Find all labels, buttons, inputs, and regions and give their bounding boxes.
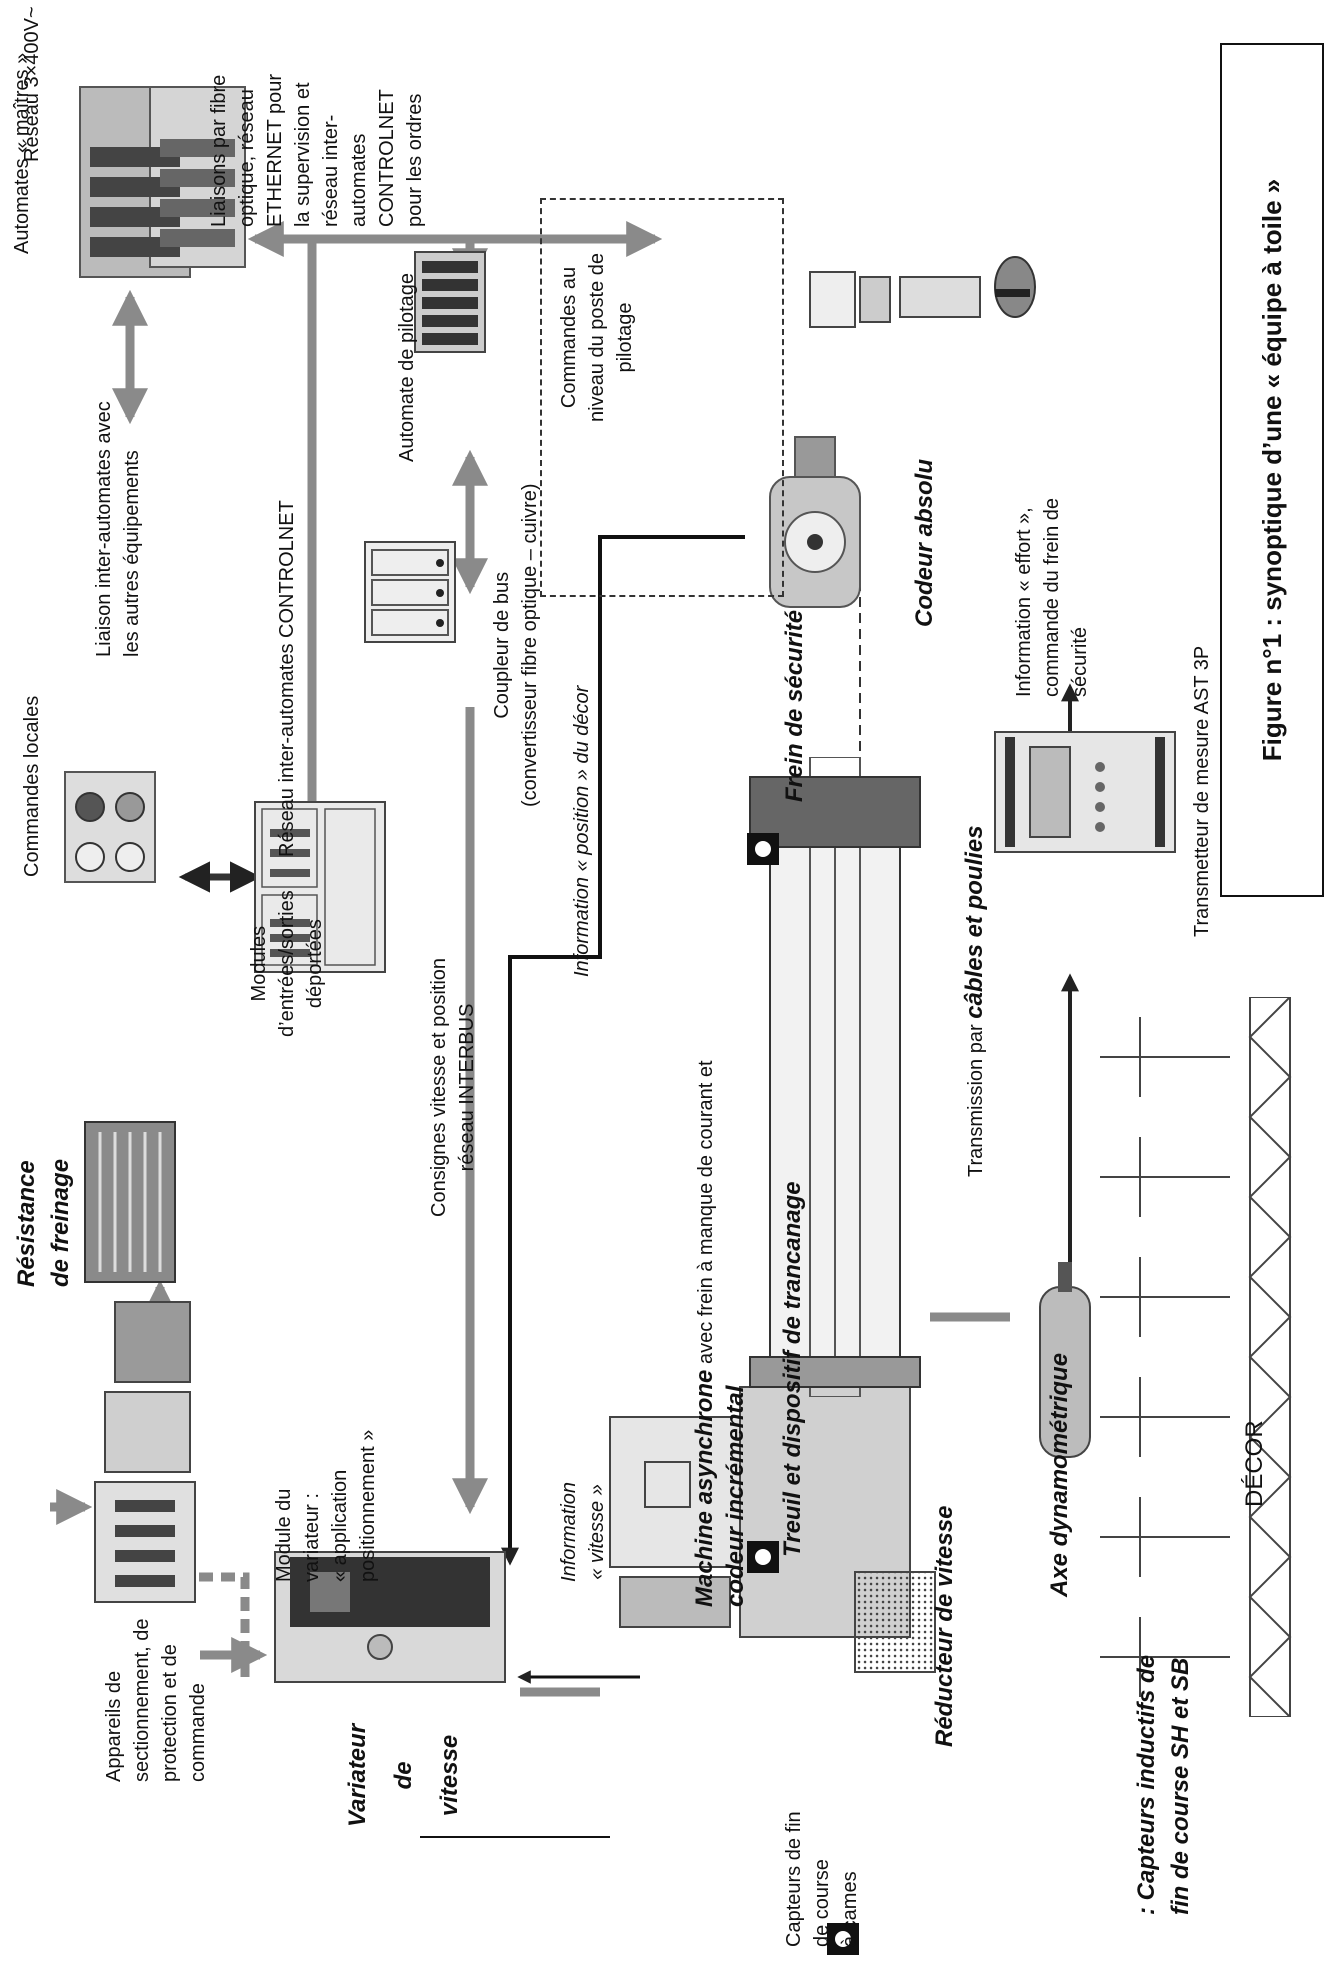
pilot-plc-label: Automate de pilotage — [396, 272, 418, 462]
decor-truss-picture — [1100, 997, 1292, 1717]
figure-title-box: Figure n°1 : synoptique d’une « équipe à… — [1220, 43, 1324, 897]
effort-info-label: Information « effort »,commande du frein… — [1013, 497, 1091, 697]
decor-label: DÉCOR — [1241, 1420, 1268, 1507]
safety-brake-label: Frein de sécurité — [781, 609, 808, 802]
cable-transmission-label: Transmission par câbles et poulies — [961, 825, 988, 1177]
bus-coupler-picture — [364, 541, 456, 643]
drive-underline — [420, 1836, 610, 1838]
brake-resistor-picture — [84, 1121, 176, 1283]
switchgear-picture — [94, 1301, 196, 1603]
load-pin-picture — [1039, 1262, 1091, 1458]
position-info-label: Information « position » du décor — [571, 685, 593, 977]
absolute-encoder-picture — [769, 436, 861, 608]
inductive-sensor-sb-marker — [747, 1541, 779, 1573]
io-modules-picture — [254, 801, 386, 973]
cam-switch-picture — [854, 1571, 936, 1673]
reducer-label: Réducteur de vitesse — [931, 1505, 958, 1747]
speed-info-label: Information« vitesse » — [558, 1481, 608, 1582]
local-commands-label: Commandes locales — [21, 695, 43, 877]
async-motor-label: Machine asynchrone avec frein à manque d… — [691, 1060, 749, 1607]
winch-drum-picture — [749, 757, 921, 1397]
transmitter-label: Transmetteur de mesure AST 3P — [1191, 645, 1213, 937]
inductive-sensors-legend: : Capteurs inductifs de fin de course SH… — [1133, 1654, 1194, 1915]
inductive-sensor-sh-marker — [747, 833, 779, 865]
master-plc-picture — [79, 86, 246, 278]
pilot-plc-picture — [414, 251, 486, 353]
legend-sensor-marker — [827, 1923, 859, 1955]
bus-coupler-label: Coupleur de bus(convertisseur fibre opti… — [491, 483, 541, 807]
transmitter-picture — [994, 731, 1176, 853]
drive-picture — [274, 1551, 506, 1683]
load-pin-label: Axe dynamométrique — [1046, 1352, 1073, 1597]
position-info-line — [501, 535, 745, 1566]
controlnet-label: Réseau inter-automates CONTROLNET — [276, 500, 298, 857]
local-controls-picture — [64, 771, 156, 883]
winch-label: Treuil et dispositif de trancanage — [779, 1181, 806, 1557]
mains-supply-label: Réseau 3×400V~ — [21, 6, 43, 162]
figure-title: Figure n°1 : synoptique d’une « équipe à… — [1256, 178, 1287, 762]
absolute-encoder-label: Codeur absolu — [911, 458, 938, 627]
pilot-workstation-picture — [809, 256, 1036, 328]
